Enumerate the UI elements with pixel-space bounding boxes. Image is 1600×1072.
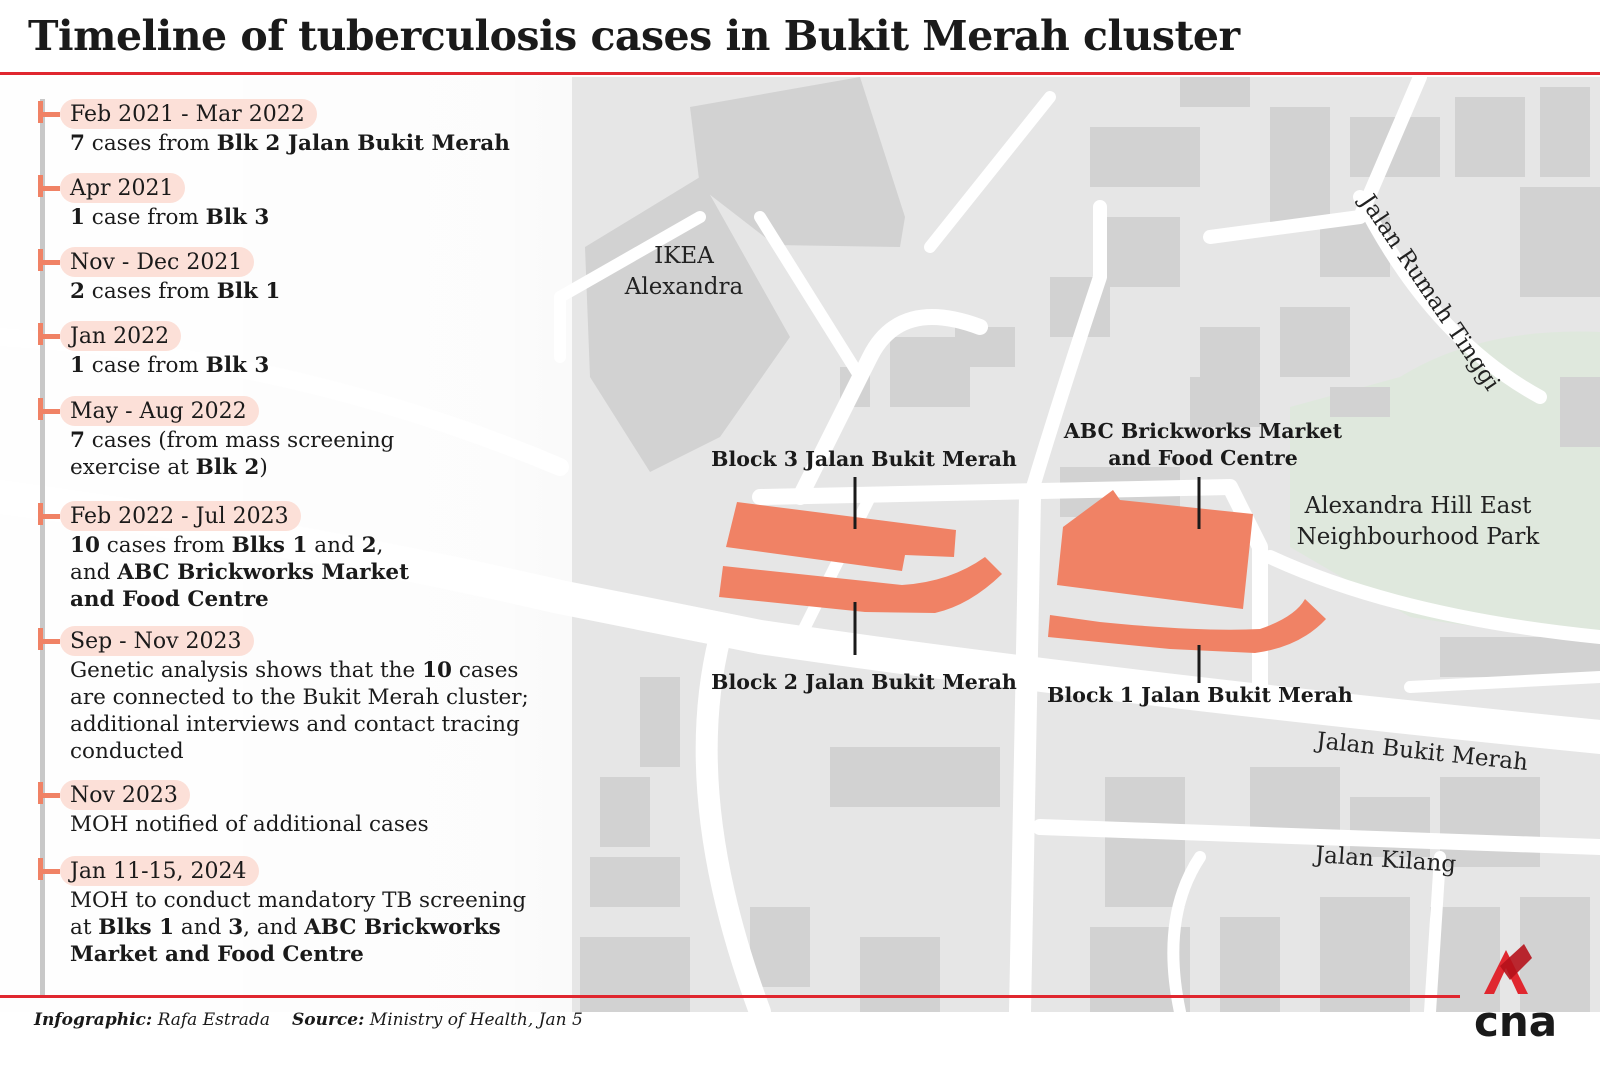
timeline-date: May - Aug 2022: [60, 396, 259, 426]
description-text: cases (from mass screening: [84, 428, 395, 453]
block-1-shape: [1048, 599, 1326, 653]
timeline-tick: [38, 334, 60, 339]
description-text: Genetic analysis shows that the: [70, 658, 423, 683]
description-emphasis: and Food Centre: [70, 587, 269, 612]
timeline-description: MOH notified of additional cases: [70, 811, 540, 838]
timeline-description: 7 cases from Blk 2 Jalan Bukit Merah: [70, 130, 540, 157]
description-text: additional interviews and contact tracin…: [70, 712, 520, 737]
map-label-park: Alexandra Hill East Neighbourhood Park: [1296, 493, 1540, 550]
label-abc-brickworks: ABC Brickworks Market and Food Centre: [1063, 419, 1343, 470]
description-text: exercise at: [70, 455, 196, 480]
timeline-date: Nov 2023: [60, 780, 190, 810]
description-emphasis: Blk 2 Jalan Bukit Merah: [216, 131, 510, 156]
block-3-shape: [726, 502, 956, 571]
description-text: cases from: [84, 279, 217, 304]
timeline-date: Jan 11-15, 2024: [60, 856, 259, 886]
credit-source-label: Source:: [292, 1010, 365, 1030]
description-emphasis: ABC Brickworks: [304, 915, 501, 940]
cna-logo-icon: cna: [1474, 944, 1557, 1040]
description-emphasis: Blk 3: [205, 353, 270, 378]
description-text: conducted: [70, 739, 184, 764]
bottom-rule: [0, 995, 1460, 998]
timeline-description: 10 cases from Blks 1 and 2, and ABC Brick…: [70, 532, 540, 613]
description-emphasis: 2: [361, 533, 377, 558]
description-emphasis: ABC Brickworks Market: [117, 560, 409, 585]
block-2-shape: [719, 557, 1002, 613]
description-emphasis: 7: [70, 131, 85, 156]
timeline-date: Feb 2021 - Mar 2022: [60, 99, 317, 129]
credit-source-value: Ministry of Health, Jan 5: [369, 1010, 583, 1030]
description-emphasis: 10: [422, 658, 452, 683]
description-emphasis: 3: [228, 915, 244, 940]
description-emphasis: 2: [70, 279, 85, 304]
description-emphasis: Market and Food Centre: [70, 942, 364, 967]
timeline-date: Feb 2022 - Jul 2023: [60, 501, 301, 531]
description-text: are connected to the Bukit Merah cluster…: [70, 685, 529, 710]
description-text: and: [307, 533, 362, 558]
credit-source: Source: Ministry of Health, Jan 5: [292, 1010, 583, 1030]
description-emphasis: 10: [70, 533, 100, 558]
timeline-tick: [38, 409, 60, 414]
description-text: , and: [243, 915, 305, 940]
description-emphasis: Blks 1: [231, 533, 308, 558]
description-emphasis: 7: [70, 428, 85, 453]
description-text: ): [259, 455, 268, 480]
description-text: case from: [84, 353, 206, 378]
description-emphasis: Blks 1: [98, 915, 175, 940]
description-emphasis: 1: [70, 353, 85, 378]
highlighted-buildings: [719, 490, 1326, 653]
top-rule: [0, 72, 1600, 75]
timeline-date: Apr 2021: [60, 173, 186, 203]
timeline-date: Jan 2022: [60, 321, 182, 351]
timeline-tick: [38, 186, 60, 191]
timeline-description: 1 case from Blk 3: [70, 352, 540, 379]
timeline-tick: [38, 112, 60, 117]
map-label-ikea: IKEA Alexandra: [624, 243, 744, 300]
description-emphasis: 1: [70, 205, 85, 230]
timeline-tick: [38, 260, 60, 265]
description-emphasis: Blk 3: [205, 205, 270, 230]
description-emphasis: Blk 2: [195, 455, 260, 480]
description-text: and: [174, 915, 229, 940]
credit-infographic-value: Rafa Estrada: [157, 1010, 270, 1030]
description-text: ,: [376, 533, 384, 558]
timeline-tick: [38, 514, 60, 519]
leader-lines: [853, 477, 1201, 683]
page-title: Timeline of tuberculosis cases in Bukit …: [28, 12, 1240, 60]
timeline-tick: [38, 793, 60, 798]
description-text: case from: [84, 205, 206, 230]
description-text: cases from: [84, 131, 217, 156]
description-text: and: [70, 560, 118, 585]
label-block-3: Block 3 Jalan Bukit Merah: [711, 447, 1017, 471]
timeline-description: 2 cases from Blk 1: [70, 278, 540, 305]
timeline-date: Sep - Nov 2023: [60, 626, 254, 656]
credit-infographic-label: Infographic:: [34, 1010, 153, 1030]
description-text: MOH to conduct mandatory TB screening: [70, 888, 527, 913]
label-block-2: Block 2 Jalan Bukit Merah: [711, 670, 1017, 694]
timeline-description: Genetic analysis shows that the 10 cases…: [70, 657, 540, 765]
timeline-tick: [38, 869, 60, 874]
description-text: cases: [451, 658, 519, 683]
timeline-description: 1 case from Blk 3: [70, 204, 540, 231]
credit-infographic: Infographic: Rafa Estrada: [34, 1010, 270, 1030]
description-text: MOH notified of additional cases: [70, 812, 429, 837]
timeline-axis: [40, 99, 45, 995]
label-block-1: Block 1 Jalan Bukit Merah: [1047, 683, 1353, 707]
timeline-tick: [38, 639, 60, 644]
description-text: at: [70, 915, 99, 940]
cna-logo-text: cna: [1474, 997, 1557, 1040]
timeline-date: Nov - Dec 2021: [60, 247, 255, 277]
abc-shape: [1057, 490, 1253, 609]
description-text: cases from: [99, 533, 232, 558]
description-emphasis: Blk 1: [216, 279, 281, 304]
